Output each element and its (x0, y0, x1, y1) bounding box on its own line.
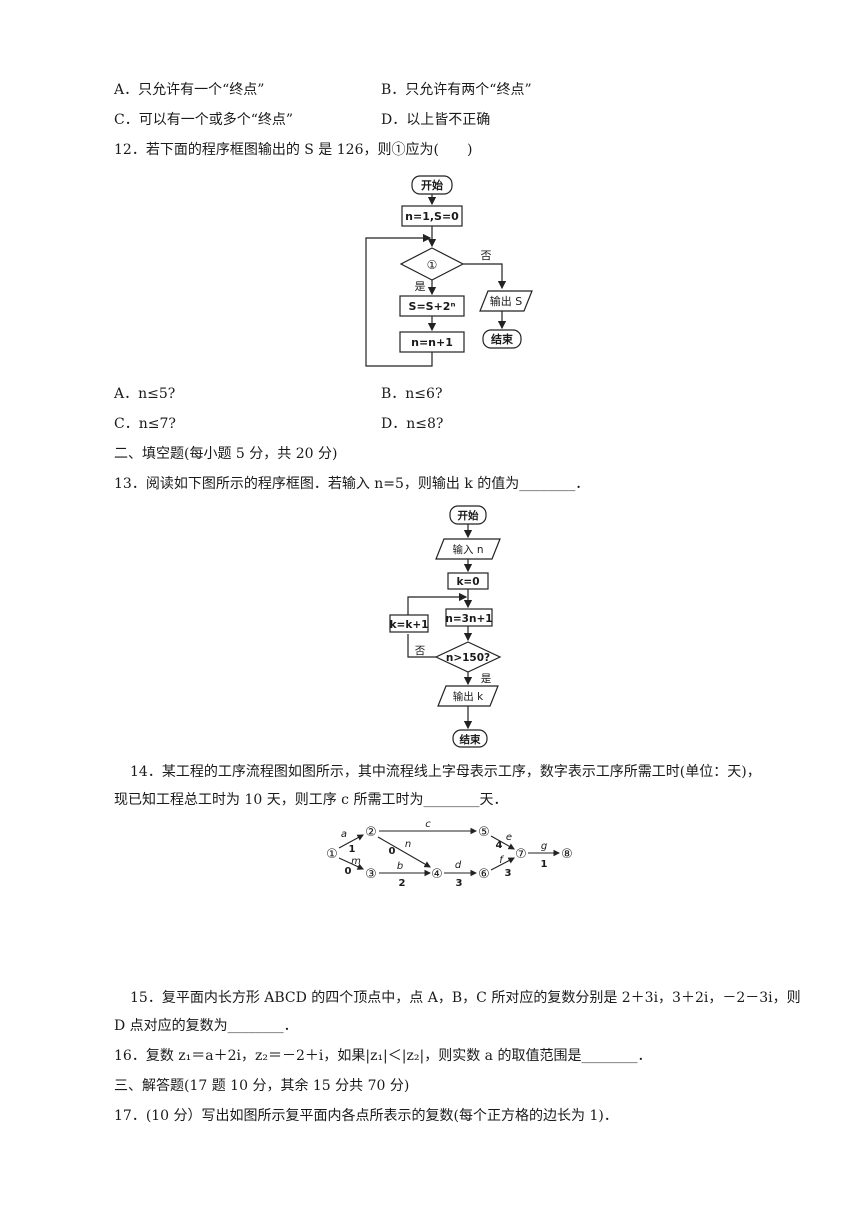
q11-option-c: C．可以有一个或多个“终点” (114, 112, 294, 128)
no-label: 否 (415, 645, 426, 657)
update-s-label: S=S+2ⁿ (409, 300, 456, 313)
node-5: ⑤ (478, 825, 490, 840)
input-parallelogram (435, 538, 501, 560)
q15-line-1: 15．复平面内长方形 ABCD 的四个顶点中，点 A，B，C 所对应的复数分别是… (130, 990, 801, 1006)
section-3-heading: 三、解答题(17 题 10 分，其余 15 分共 70 分) (114, 1078, 410, 1094)
node-8: ⑧ (561, 847, 573, 862)
q17-stem: 17．(10 分）写出如图所示复平面内各点所表示的复数(每个正方格的边长为 1)… (114, 1108, 618, 1124)
edge-b-time: 2 (399, 878, 406, 888)
edge-f-label: f (499, 855, 504, 866)
q12-option-c: C．n≤7? (114, 416, 176, 432)
node-7: ⑦ (515, 847, 527, 862)
input-label: 输入 n (453, 543, 484, 556)
edge-f-time: 3 (505, 868, 512, 879)
edge-g-time: 1 (541, 859, 548, 870)
q13-stem: 13．阅读如下图所示的程序框图．若输入 n=5，则输出 k 的值为_______… (114, 476, 590, 492)
assign-label: n=3n+1 (445, 613, 492, 625)
q11-option-b: B．只允许有两个“终点” (381, 82, 532, 98)
yes-label: 是 (415, 280, 426, 293)
edge-a-time: 1 (349, 844, 356, 855)
output-parallelogram (437, 685, 499, 707)
edge-d-time: 3 (456, 878, 463, 888)
no-label: 否 (481, 249, 492, 262)
end-terminal (482, 329, 522, 349)
condition-label: ① (427, 258, 438, 272)
edge-n-time: 0 (389, 846, 396, 857)
q16-stem: 16．复数 z₁＝a＋2i，z₂＝－2＋i，如果|z₁|＜|z₂|，则实数 a … (114, 1048, 652, 1064)
condition-label: n>150? (446, 652, 490, 664)
init-label: k=0 (456, 576, 479, 588)
increment-label: n=n+1 (411, 336, 453, 349)
edge-m-label: m (351, 856, 361, 867)
edge-c-label: c (425, 819, 431, 830)
q12-option-d: D．n≤8? (381, 416, 444, 432)
increment-box (389, 614, 429, 633)
assign-box (445, 608, 493, 627)
node-2: ② (365, 825, 377, 840)
increment-label: k=k+1 (390, 619, 429, 631)
q14-line-2: 现已知工程总工时为 10 天，则工序 c 所需工时为________天． (114, 792, 508, 808)
node-1: ① (326, 847, 338, 862)
q14-process-network: ① ② ③ ④ ⑤ ⑥ ⑦ ⑧ a 1 m 0 c n 0 b 2 d 3 e … (326, 819, 573, 888)
edge-a-label: a (341, 829, 347, 840)
edge-e-time: 4 (496, 840, 503, 851)
q13-flowchart: 开始 输入 n k=0 n=3n+1 k=k+1 n>150? 否 是 输出 k… (389, 505, 502, 748)
edge-b-label: b (397, 861, 403, 872)
section-2-heading: 二、填空题(每小题 5 分，共 20 分) (114, 446, 338, 462)
q15-line-2: D 点对应的复数为________． (114, 1018, 298, 1034)
edge-d-label: d (455, 860, 462, 871)
q11-option-d: D．以上皆不正确 (381, 112, 491, 128)
node-3: ③ (365, 867, 377, 882)
init-label: n=1,S=0 (405, 210, 459, 223)
start-label: 开始 (421, 178, 443, 192)
node-6: ⑥ (478, 867, 490, 882)
edge-n-label: n (405, 839, 411, 850)
edge-g-label: g (541, 841, 547, 852)
edge-e-label: e (506, 832, 512, 843)
q12-option-b: B．n≤6? (381, 386, 443, 402)
q12-flowchart: 开始 n=1,S=0 ① 否 是 S=S+2ⁿ n=n+1 输出 S 结束 (365, 175, 533, 367)
node-4: ④ (431, 867, 443, 882)
end-label: 结束 (460, 733, 481, 746)
edge-m-time: 0 (345, 866, 352, 877)
end-label: 结束 (490, 332, 514, 346)
q12-stem: 12．若下面的程序框图输出的 S 是 126，则①应为( ) (114, 142, 473, 158)
q12-option-a: A．n≤5? (114, 386, 176, 402)
start-label: 开始 (458, 509, 479, 522)
q14-line-1: 14．某工程的工序流程图如图所示，其中流程线上字母表示工序，数字表示工序所需工时… (130, 764, 761, 780)
q11-option-a: A．只允许有一个“终点” (114, 82, 265, 98)
output-parallelogram (479, 290, 533, 312)
output-label: 输出 S (490, 294, 522, 308)
output-label: 输出 k (453, 690, 484, 703)
yes-label: 是 (481, 673, 492, 685)
end-terminal (452, 729, 488, 748)
